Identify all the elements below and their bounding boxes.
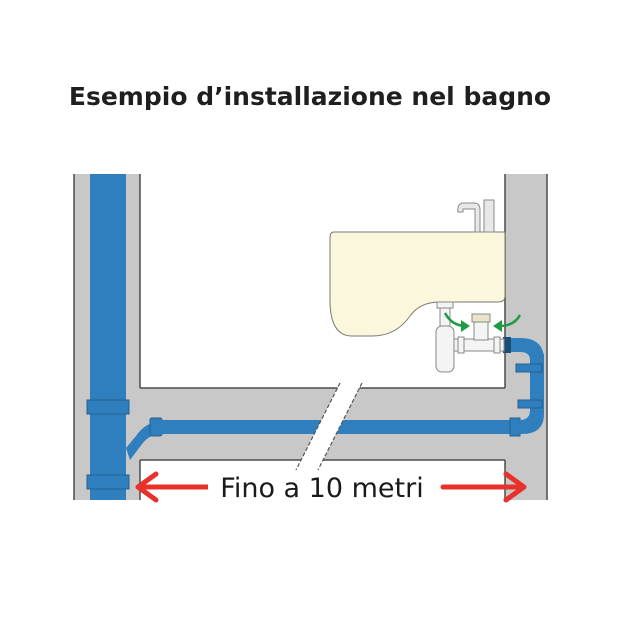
page-title: Esempio d’installazione nel bagno (68, 82, 552, 111)
drain-stack-pipe (86, 174, 130, 500)
break-lines (295, 382, 363, 471)
green-arrow-head-right (493, 320, 502, 332)
wall-right (504, 174, 548, 500)
dimension-arrow (135, 471, 527, 503)
sink (329, 231, 506, 337)
green-arrow-head-left (461, 320, 470, 332)
siphon (435, 301, 455, 373)
connection-fitting (453, 313, 505, 354)
faucet (457, 199, 495, 233)
distance-caption: Fino a 10 metri (220, 473, 423, 504)
